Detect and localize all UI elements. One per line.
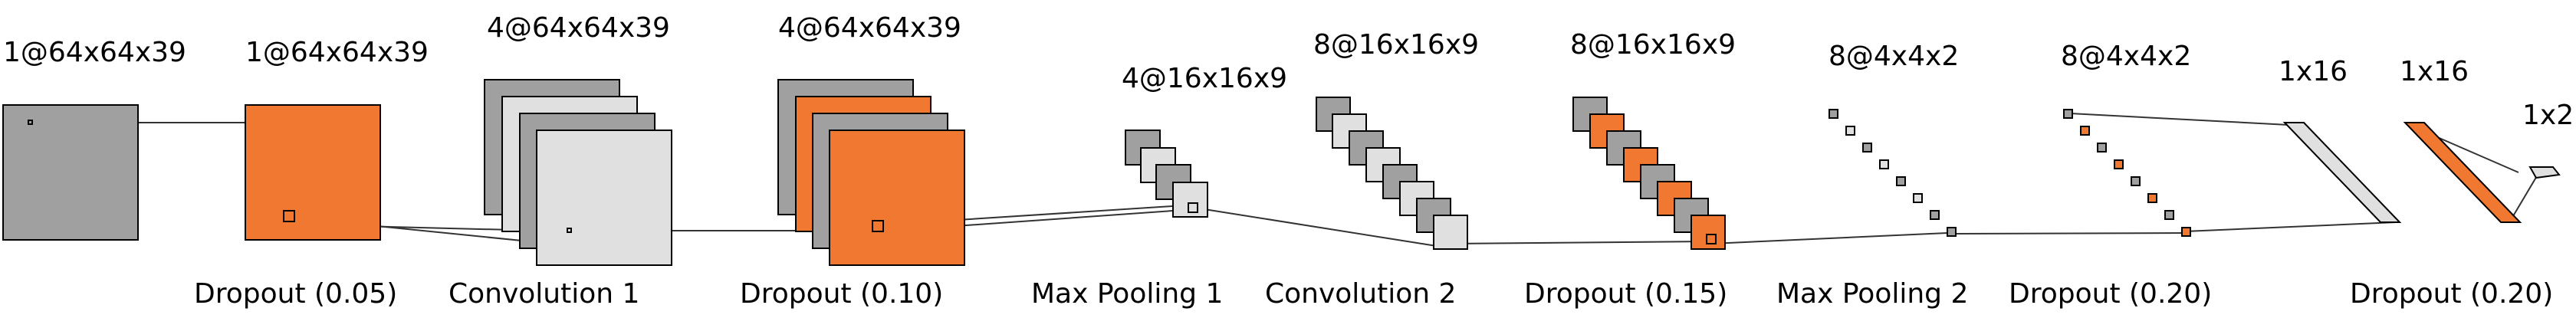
connectors	[31, 113, 2538, 248]
feature-map	[1845, 126, 1855, 136]
shape-label: 8@4x4x2	[2061, 41, 2191, 72]
layer-name: Max Pooling 1	[1031, 278, 1223, 310]
kernel-marker	[28, 120, 33, 125]
output-vector	[2528, 166, 2561, 179]
layer-output	[2528, 166, 2561, 179]
connector-line	[1953, 232, 2190, 235]
feature-map	[2097, 143, 2107, 153]
layer-name: Dropout (0.20)	[2009, 278, 2212, 310]
layer-convolution-2	[1316, 97, 1468, 250]
shape-label: 1@64x64x39	[3, 37, 186, 68]
shape-label: 4@16x16x9	[1122, 63, 1287, 94]
kernel-marker	[283, 210, 295, 222]
shape-label: 1x16	[2400, 56, 2469, 87]
feature-map	[2114, 159, 2124, 169]
feature-map	[2131, 176, 2141, 186]
feature-map	[1913, 193, 1923, 203]
kernel-marker	[1188, 202, 1198, 213]
feature-map	[2063, 109, 2073, 119]
feature-map	[2181, 227, 2191, 237]
feature-map	[829, 130, 965, 266]
shape-label: 4@64x64x39	[487, 12, 670, 44]
layer-convolution-1	[484, 79, 672, 266]
layer-max-pooling-1	[1125, 130, 1208, 218]
layer-dropout-005	[245, 104, 381, 241]
layer-name: Max Pooling 2	[1776, 278, 1968, 310]
feature-map	[2147, 193, 2157, 203]
kernel-marker	[567, 228, 572, 233]
layer-name: Dropout (0.20)	[2350, 278, 2553, 310]
layer-input	[2, 104, 139, 241]
layer-dropout-015	[1572, 97, 1726, 250]
feature-map	[1862, 143, 1872, 153]
feature-map	[2164, 210, 2174, 220]
shape-label: 8@16x16x9	[1570, 29, 1736, 61]
feature-map	[245, 104, 381, 241]
shape-labels: 1@64x64x39 1@64x64x39 4@64x64x39 4@64x64…	[3, 12, 2574, 131]
layer-dense-1	[2282, 122, 2402, 223]
layer-max-pooling-2	[1829, 109, 1957, 237]
connector-line	[2510, 174, 2538, 221]
connector-line	[1189, 206, 1442, 248]
layer-dropout-010	[777, 79, 965, 266]
shape-label: 1@64x64x39	[245, 37, 429, 68]
connector-line	[1710, 232, 1948, 244]
layer-name: Convolution 1	[449, 278, 639, 310]
layer-names: Dropout (0.05) Convolution 1 Dropout (0.…	[194, 278, 2553, 310]
kernel-marker	[872, 220, 884, 232]
layer-name: Dropout (0.15)	[1524, 278, 1727, 310]
connector-line	[2069, 113, 2289, 126]
shape-label: 1x16	[2279, 56, 2348, 87]
feature-map	[1172, 182, 1208, 218]
feature-map	[2, 104, 139, 241]
shape-label: 4@64x64x39	[778, 12, 961, 44]
feature-map	[536, 130, 672, 266]
layer-name: Convolution 2	[1265, 278, 1456, 310]
connector-line	[2184, 221, 2397, 232]
kernel-marker	[1706, 234, 1717, 244]
layer-dropout-020-a	[2063, 109, 2191, 237]
layer-name: Dropout (0.05)	[194, 278, 397, 310]
feature-map	[1947, 227, 1957, 237]
feature-map	[1433, 215, 1468, 250]
shape-label: 8@16x16x9	[1313, 29, 1479, 61]
feature-map	[1879, 159, 1889, 169]
feature-map	[2080, 126, 2090, 136]
feature-map	[1896, 176, 1906, 186]
layer-dropout-020-b	[2403, 122, 2522, 223]
feature-map	[1829, 109, 1838, 119]
connector-line	[1444, 241, 1712, 244]
shape-label: 1x2	[2522, 100, 2574, 131]
dense-vector	[2403, 122, 2522, 223]
layer-name: Dropout (0.10)	[740, 278, 943, 310]
shape-label: 8@4x4x2	[1829, 41, 1959, 72]
dense-vector	[2282, 122, 2402, 223]
feature-map	[1930, 210, 1940, 220]
